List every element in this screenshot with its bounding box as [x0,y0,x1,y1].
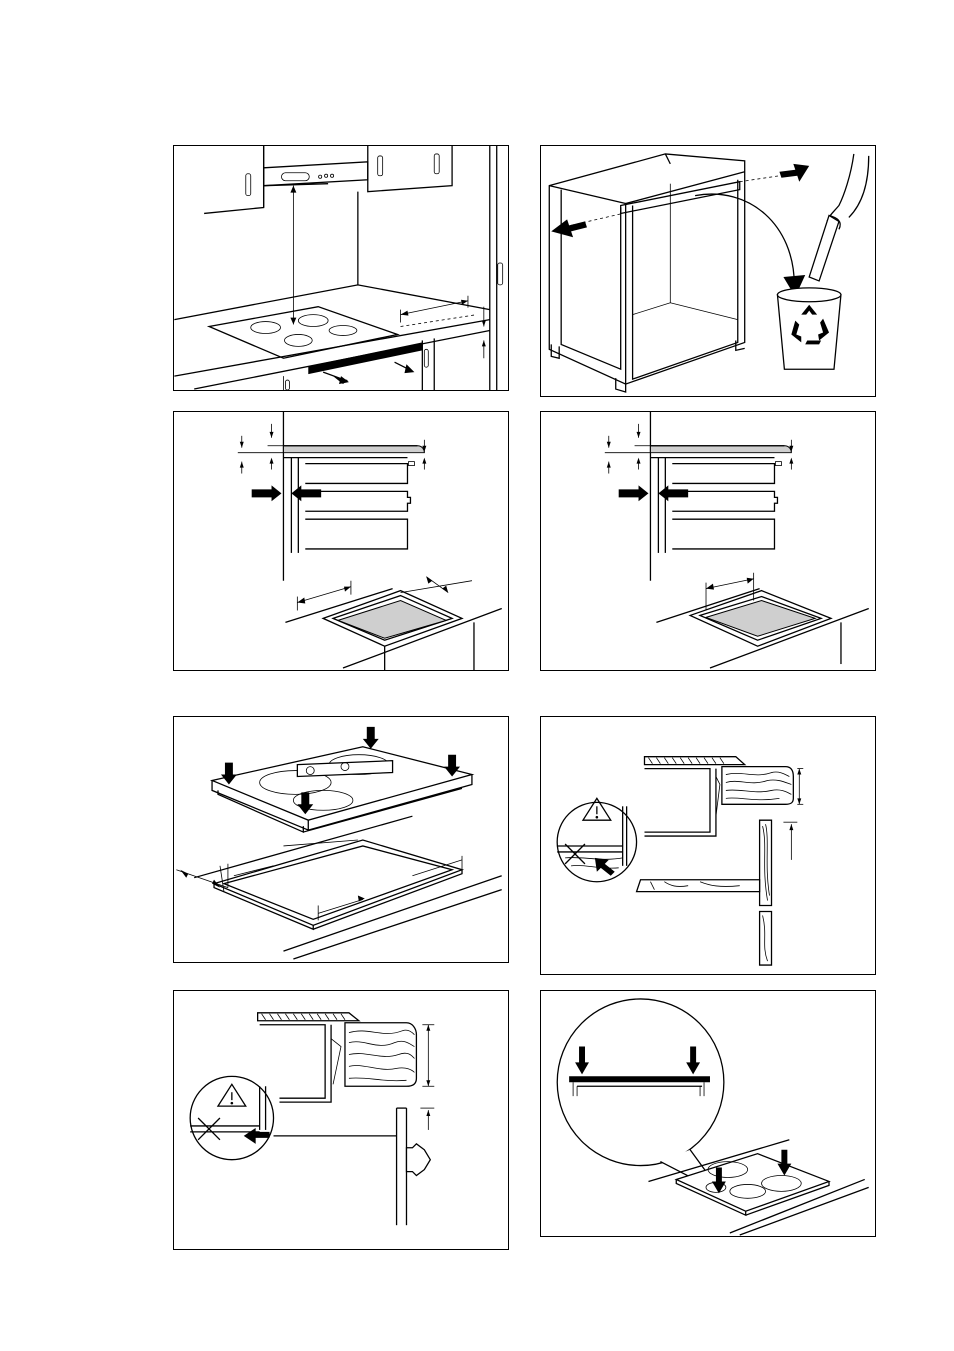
hob-insertion-illustration [174,717,508,962]
worktop-warning-illustration [541,717,875,974]
figure-cabinet-recycle [540,145,876,397]
hob-edge-detail-illustration [541,991,875,1236]
figure-hob-insertion [173,716,509,963]
kitchen-hob-hood-illustration [174,146,508,390]
worktop-warning-handle-illustration [174,991,508,1249]
figure-hob-edge-detail [540,990,876,1237]
cabinet-recycle-illustration [541,146,875,396]
cutout-drawers-illustration [174,412,508,670]
figure-worktop-warning [540,716,876,975]
figure-kitchen-hob-hood [173,145,509,391]
figure-worktop-warning-handle [173,990,509,1250]
cutout-oven-illustration [541,412,875,670]
figure-cutout-drawers [173,411,509,671]
figure-cutout-oven [540,411,876,671]
